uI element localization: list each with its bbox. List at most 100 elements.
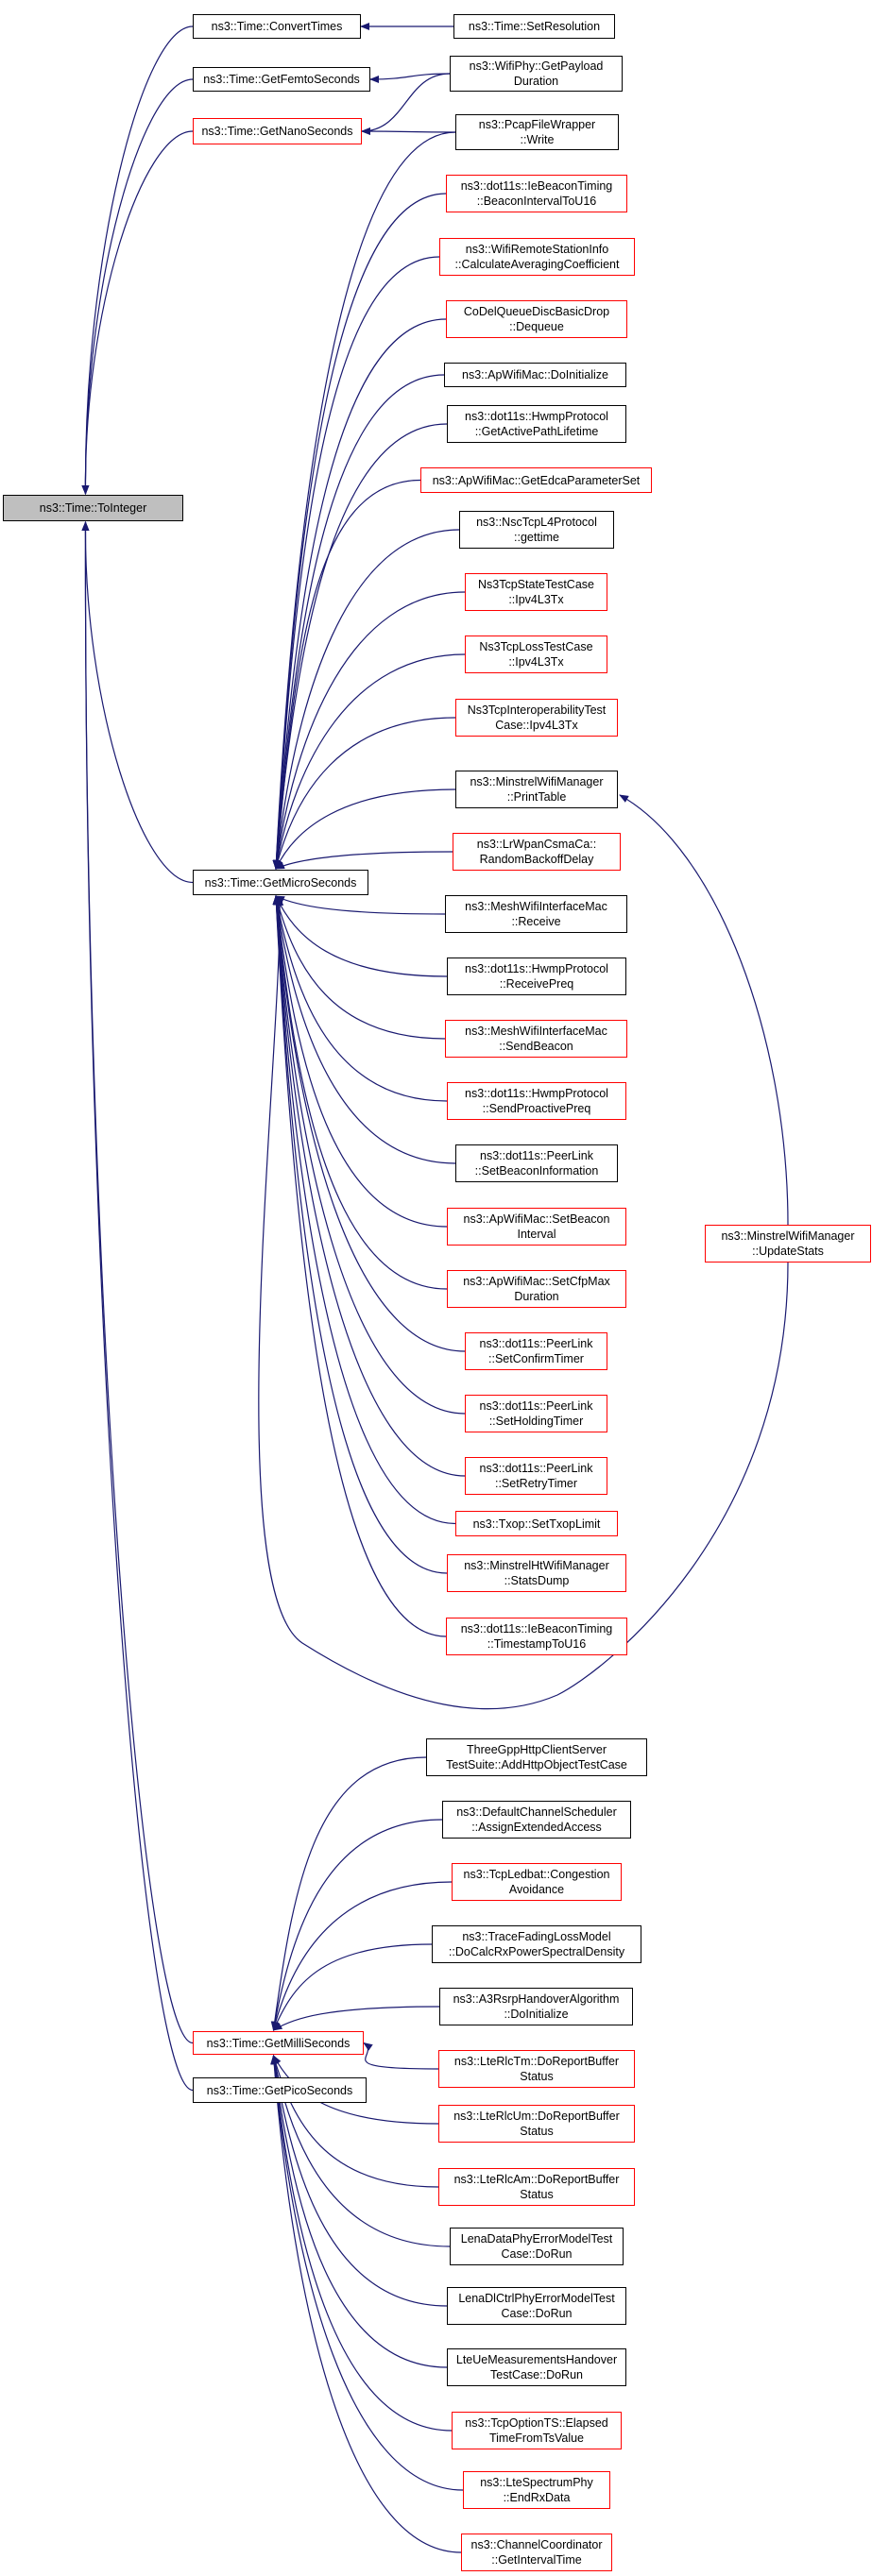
edge-m8-to-micro xyxy=(273,591,466,870)
node-label-line: Status xyxy=(520,2125,554,2138)
node-m25[interactable]: ns3::dot11s::IeBeaconTiming::TimestampTo… xyxy=(446,1618,627,1655)
node-l2[interactable]: ns3::DefaultChannelScheduler::AssignExte… xyxy=(442,1801,631,1839)
node-m9[interactable]: Ns3TcpLossTestCase::Ipv4L3Tx xyxy=(465,636,607,673)
node-m15[interactable]: ns3::MeshWifiInterfaceMac::SendBeacon xyxy=(445,1020,627,1058)
edge-update-to-m11 xyxy=(619,794,789,1226)
node-m6[interactable]: ns3::ApWifiMac::GetEdcaParameterSet xyxy=(420,467,652,493)
edge-update-to-micro xyxy=(258,896,789,1710)
node-label-line: ns3::A3RsrpHandoverAlgorithm xyxy=(453,1992,620,2006)
node-update[interactable]: ns3::MinstrelWifiManager::UpdateStats xyxy=(705,1225,871,1263)
node-m12[interactable]: ns3::LrWpanCsmaCa::RandomBackoffDelay xyxy=(453,833,621,871)
node-m22[interactable]: ns3::dot11s::PeerLink::SetRetryTimer xyxy=(465,1457,607,1495)
edge-l13-to-milli xyxy=(270,2055,464,2491)
node-label-line: ns3::Time::ConvertTimes xyxy=(211,20,343,33)
edge-m19-to-micro xyxy=(272,895,448,1290)
edge-convert-to-tointeger xyxy=(81,25,194,495)
node-label-line: ns3::PcapFileWrapper xyxy=(478,118,596,131)
node-label-line: ::EndRxData xyxy=(503,2491,571,2504)
node-label-line: ::DoCalcRxPowerSpectralDensity xyxy=(448,1945,625,1958)
node-m1[interactable]: ns3::dot11s::IeBeaconTiming::BeaconInter… xyxy=(446,175,627,212)
node-m2[interactable]: ns3::WifiRemoteStationInfo::CalculateAve… xyxy=(439,238,635,276)
node-m5[interactable]: ns3::dot11s::HwmpProtocol::GetActivePath… xyxy=(447,405,626,443)
node-label-line: ::SendBeacon xyxy=(499,1040,573,1053)
node-label-line: ns3::dot11s::HwmpProtocol xyxy=(465,962,608,975)
node-tointeger: ns3::Time::ToInteger xyxy=(3,495,183,521)
node-setres[interactable]: ns3::Time::SetResolution xyxy=(453,14,615,39)
node-m24[interactable]: ns3::MinstrelHtWifiManager::StatsDump xyxy=(447,1554,626,1592)
node-label-line: ns3::MeshWifiInterfaceMac xyxy=(465,1025,607,1038)
node-label-line: ::Write xyxy=(520,133,555,146)
node-label-line: Avoidance xyxy=(508,1883,565,1896)
node-m17[interactable]: ns3::dot11s::PeerLink::SetBeaconInformat… xyxy=(455,1144,618,1182)
node-label-line: Status xyxy=(520,2070,554,2083)
node-label-line: ns3::LteRlcUm::DoReportBuffer xyxy=(453,2110,620,2123)
node-label-line: Case::Ipv4L3Tx xyxy=(495,719,578,732)
node-m4[interactable]: ns3::ApWifiMac::DoInitialize xyxy=(444,363,626,387)
node-label-line: ns3::Time::GetFemtoSeconds xyxy=(203,73,360,86)
node-label-line: Status xyxy=(520,2188,554,2201)
edge-l10-to-milli xyxy=(270,2055,448,2307)
node-convert[interactable]: ns3::Time::ConvertTimes xyxy=(193,14,361,39)
node-label-line: ::GetActivePathLifetime xyxy=(474,425,599,438)
node-label-line: ::SetHoldingTimer xyxy=(488,1415,584,1428)
edge-l14-to-milli xyxy=(270,2055,462,2553)
node-m23[interactable]: ns3::Txop::SetTxopLimit xyxy=(455,1511,618,1536)
edge-m21-to-micro xyxy=(272,895,466,1415)
node-femto[interactable]: ns3::Time::GetFemtoSeconds xyxy=(193,67,370,92)
node-label-line: ns3::LteSpectrumPhy xyxy=(480,2476,593,2489)
node-milli[interactable]: ns3::Time::GetMilliSeconds xyxy=(193,2031,364,2055)
node-l13[interactable]: ns3::LteSpectrumPhy::EndRxData xyxy=(463,2471,610,2509)
node-m16[interactable]: ns3::dot11s::HwmpProtocol::SendProactive… xyxy=(447,1082,626,1120)
node-label-line: ns3::dot11s::PeerLink xyxy=(480,1149,593,1162)
node-label-line: ::SendProactivePreq xyxy=(482,1102,591,1115)
node-label-line: ::GetIntervalTime xyxy=(491,2553,582,2567)
node-l5[interactable]: ns3::A3RsrpHandoverAlgorithm::DoInitiali… xyxy=(439,1988,633,2025)
node-label-line: LenaDlCtrlPhyErrorModelTest xyxy=(458,2292,615,2305)
node-label-line: TestCase::DoRun xyxy=(490,2368,583,2381)
node-micro[interactable]: ns3::Time::GetMicroSeconds xyxy=(193,870,368,895)
node-l4[interactable]: ns3::TraceFadingLossModel::DoCalcRxPower… xyxy=(432,1925,641,1963)
node-label-line: ns3::Time::SetResolution xyxy=(468,20,601,33)
node-label-line: ::TimestampToU16 xyxy=(487,1637,587,1651)
node-pico[interactable]: ns3::Time::GetPicoSeconds xyxy=(193,2077,367,2103)
node-m8[interactable]: Ns3TcpStateTestCase::Ipv4L3Tx xyxy=(465,573,607,611)
node-m21[interactable]: ns3::dot11s::PeerLink::SetHoldingTimer xyxy=(465,1395,607,1432)
node-label-line: ns3::ChannelCoordinator xyxy=(470,2538,603,2551)
node-label-line: ns3::MeshWifiInterfaceMac xyxy=(465,900,607,913)
node-l14[interactable]: ns3::ChannelCoordinator::GetIntervalTime xyxy=(461,2534,612,2571)
node-pcap[interactable]: ns3::PcapFileWrapper::Write xyxy=(455,114,619,150)
node-label-line: ::gettime xyxy=(514,531,559,544)
edge-m17-to-micro xyxy=(273,895,456,1164)
node-m3[interactable]: CoDelQueueDiscBasicDrop::Dequeue xyxy=(446,300,627,338)
edge-l11-to-milli xyxy=(270,2055,448,2368)
node-label-line: ns3::MinstrelHtWifiManager xyxy=(464,1559,609,1572)
node-nano[interactable]: ns3::Time::GetNanoSeconds xyxy=(193,118,362,144)
edge-l5-to-milli xyxy=(272,2006,440,2031)
edge-l1-to-milli xyxy=(270,1756,427,2031)
node-m20[interactable]: ns3::dot11s::PeerLink::SetConfirmTimer xyxy=(465,1332,607,1370)
node-label-line: ::CalculateAveragingCoefficient xyxy=(454,258,620,271)
node-label-line: ::BeaconIntervalToU16 xyxy=(476,195,597,208)
node-label-line: ::SetBeaconInformation xyxy=(474,1164,599,1178)
node-m11[interactable]: ns3::MinstrelWifiManager::PrintTable xyxy=(455,771,618,808)
node-label-line: ns3::MinstrelWifiManager xyxy=(470,775,604,788)
edge-pico-to-tointeger xyxy=(81,521,194,2092)
node-m13[interactable]: ns3::MeshWifiInterfaceMac::Receive xyxy=(445,895,627,933)
edge-m14-to-micro xyxy=(275,895,448,977)
node-m14[interactable]: ns3::dot11s::HwmpProtocol::ReceivePreq xyxy=(447,958,626,995)
node-m7[interactable]: ns3::NscTcpL4Protocol::gettime xyxy=(459,511,614,549)
